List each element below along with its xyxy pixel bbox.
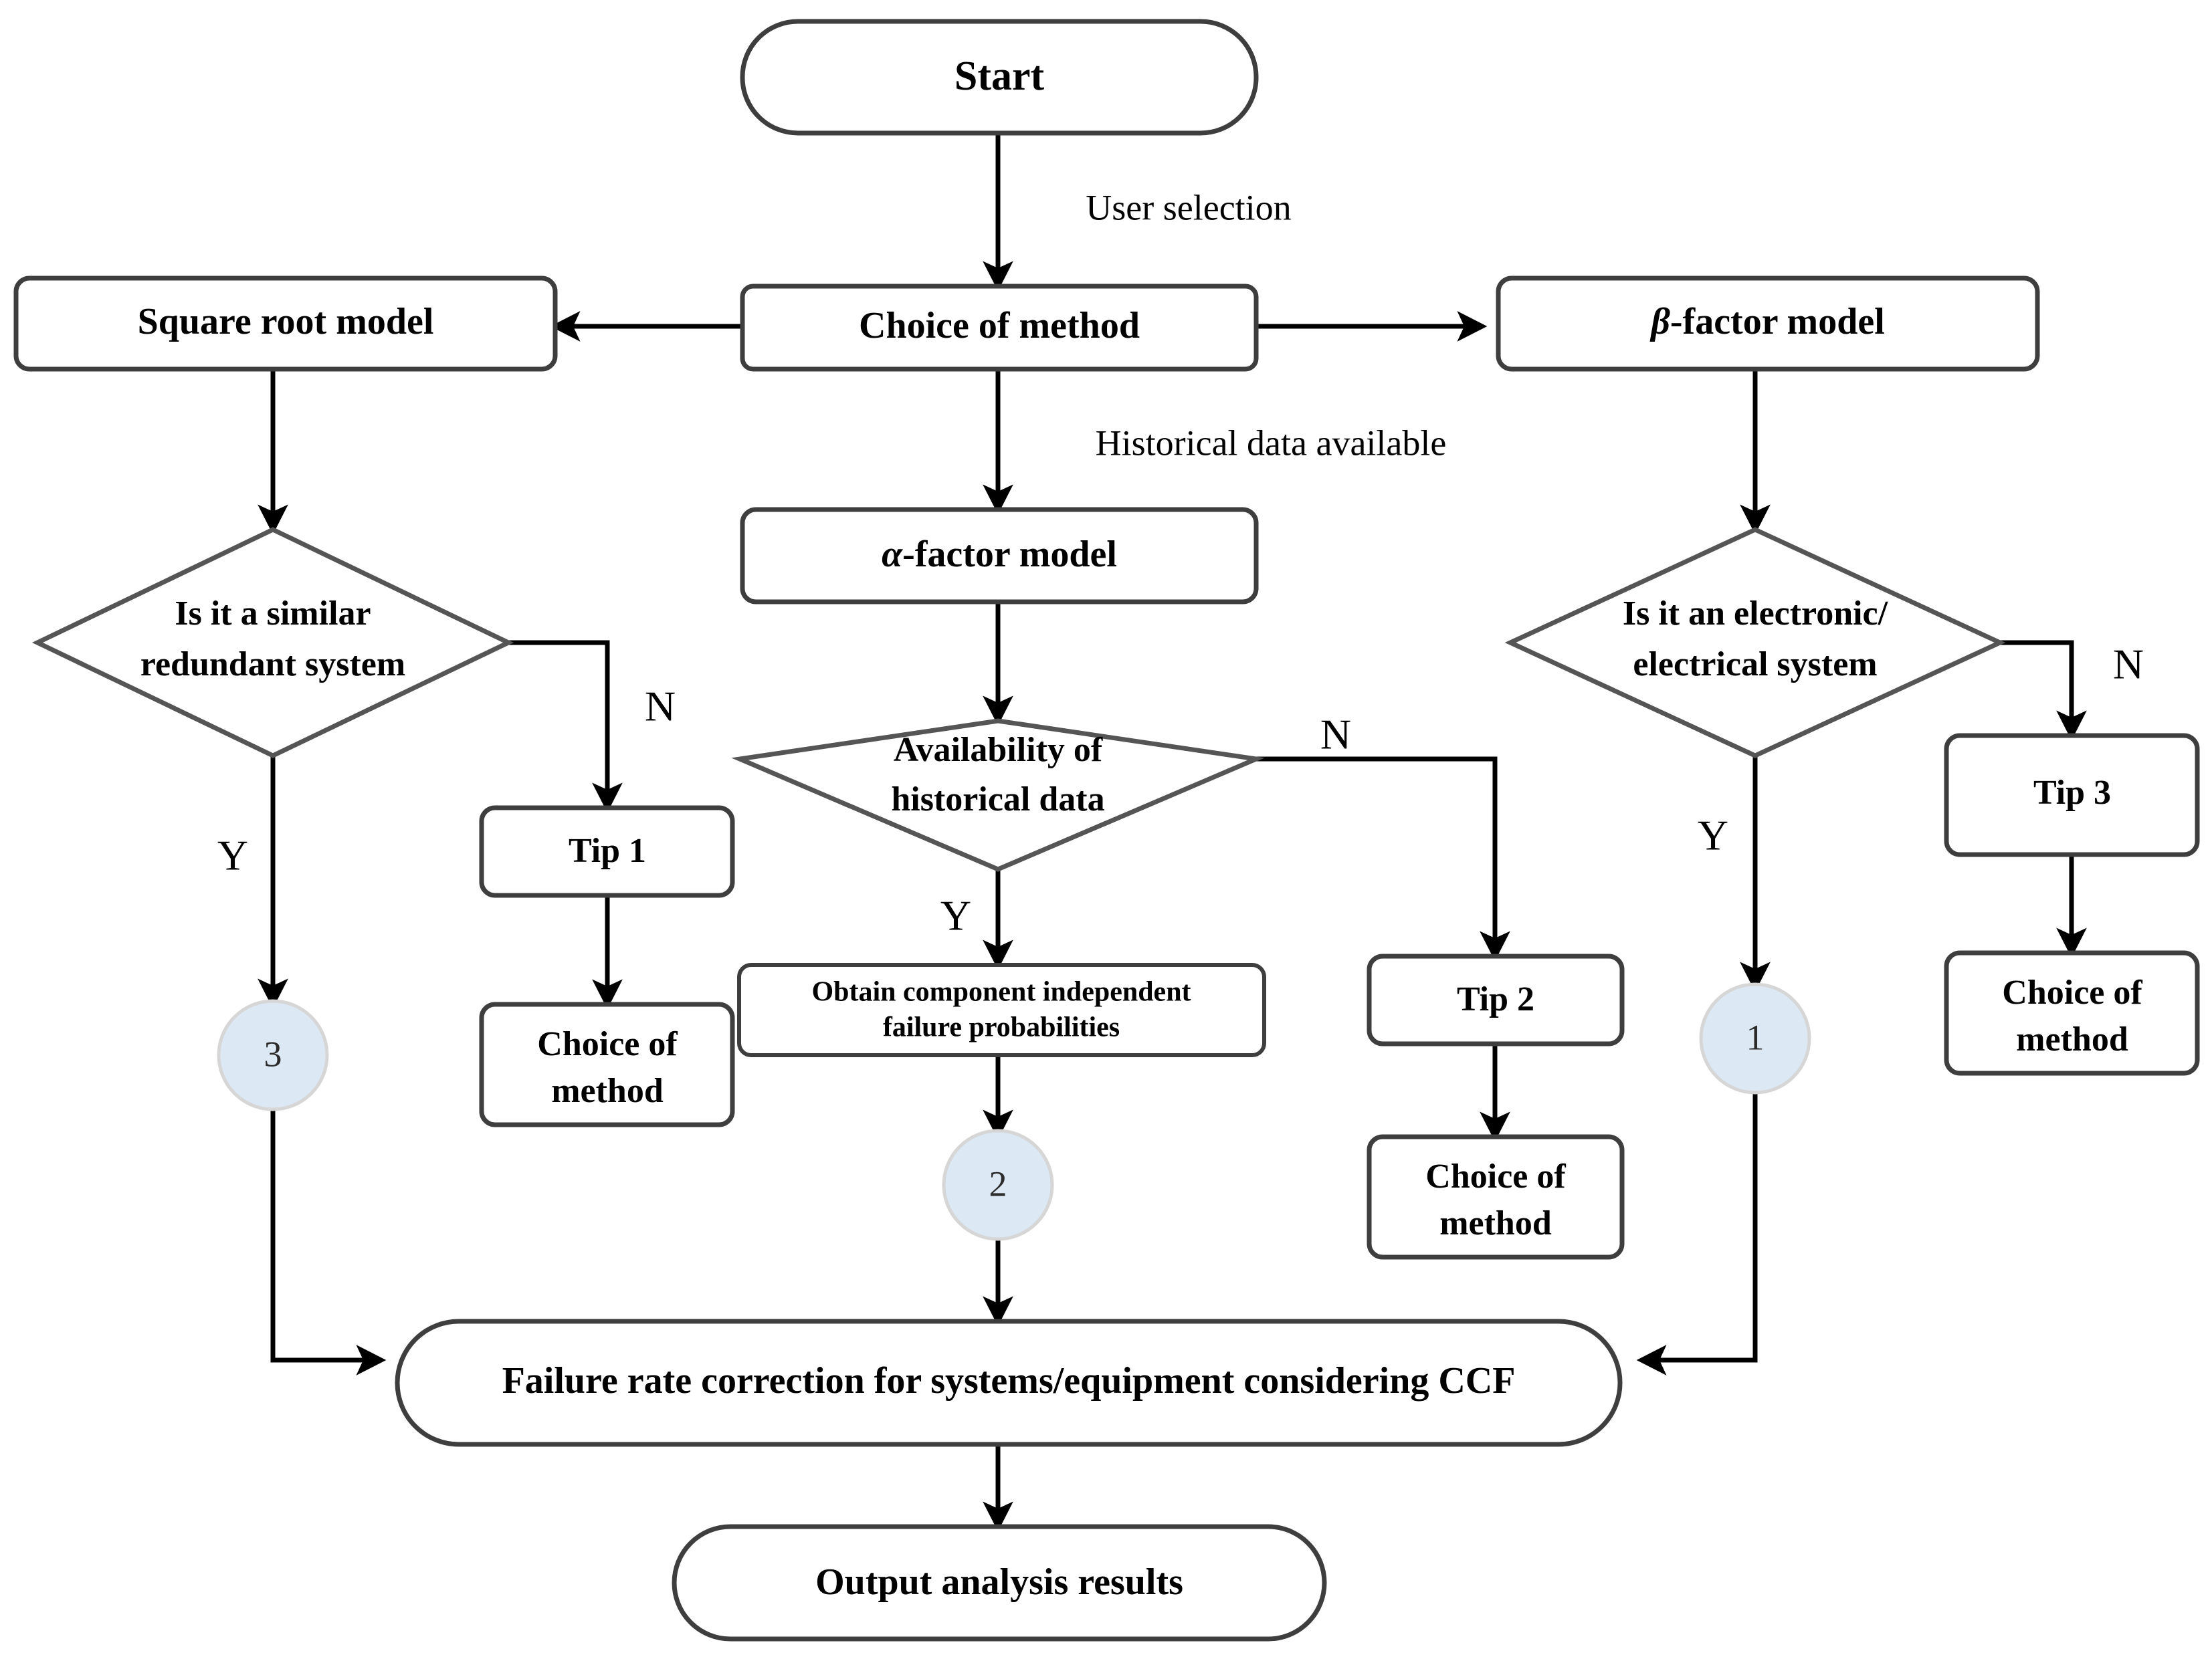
node-connector-1-label: 1 [1746,1017,1765,1057]
node-choice-of-method-left[interactable]: Choice of method [479,1002,735,1127]
edge-label-yes-center: Y [940,892,971,940]
edge-availability-no-to-tip2 [1256,756,1510,962]
edge-connector3-to-failure-rate [270,1107,387,1375]
node-alpha-factor-model[interactable]: α-factor model [740,507,1259,604]
node-electronic-line2: electrical system [1633,645,1877,683]
node-choice-of-method[interactable]: Choice of method [740,284,1259,372]
node-availability-line1: Availability of [894,731,1103,769]
edge-label-historical-data-available: Historical data available [1096,423,1447,463]
node-output-results[interactable]: Output analysis results [672,1524,1327,1642]
node-tip2-label: Tip 2 [1457,980,1534,1018]
node-similar-redundant-line2: redundant system [140,645,405,683]
node-square-root-model-label: Square root model [138,301,434,342]
node-electronic-decision[interactable]: Is it an electronic/ electrical system [1504,527,2006,758]
node-beta-rest: -factor model [1670,301,1885,342]
node-choice-right-line2: method [2016,1020,2128,1059]
node-choice-right-line1: Choice of [2002,974,2142,1012]
node-connector-2[interactable]: 2 [942,1129,1054,1241]
node-beta-factor-model-text: β-factor model [1649,301,1885,342]
node-failure-rate-correction-label: Failure rate correction for systems/equi… [502,1360,1516,1402]
edge-label-no-left: N [645,683,676,730]
node-choice-left-line1: Choice of [537,1025,678,1063]
node-alpha-rest: -factor model [902,534,1117,575]
node-obtain-line1: Obtain component independent [811,977,1191,1008]
node-similar-redundant-decision[interactable]: Is it a similar redundant system [31,527,514,758]
node-electronic-line1: Is it an electronic/ [1623,594,1888,633]
node-connector-3[interactable]: 3 [217,999,329,1111]
edge-left-no-to-tip1 [508,640,623,813]
edge-label-yes-left: Y [217,832,248,879]
node-availability-line2: historical data [891,780,1104,818]
edge-label-no-center: N [1320,711,1351,758]
node-tip1[interactable]: Tip 1 [479,805,735,898]
node-failure-rate-correction[interactable]: Failure rate correction for systems/equi… [395,1319,1623,1447]
edge-connector1-to-failure-rate [1636,1090,1758,1375]
edge-right-no-to-tip3 [2000,640,2087,741]
node-obtain-probabilities[interactable]: Obtain component independent failure pro… [737,963,1266,1057]
edge-label-user-selection: User selection [1086,187,1291,227]
node-output-results-label: Output analysis results [815,1561,1183,1603]
node-connector-2-label: 2 [989,1164,1007,1204]
node-choice-center-line1: Choice of [1425,1157,1566,1196]
edge-label-no-right: N [2113,641,2144,688]
node-obtain-line2: failure probabilities [883,1012,1120,1043]
node-start-label: Start [954,53,1045,99]
node-connector-3-label: 3 [264,1034,282,1074]
node-choice-of-method-right[interactable]: Choice of method [1944,950,2200,1076]
node-beta-symbol: β [1649,301,1670,342]
node-choice-of-method-center[interactable]: Choice of method [1367,1134,1625,1260]
node-tip3[interactable]: Tip 3 [1944,733,2200,857]
edge-label-yes-right: Y [1698,812,1728,859]
node-start[interactable]: Start [740,19,1259,136]
node-connector-1[interactable]: 1 [1699,982,1811,1095]
node-choice-center-line2: method [1439,1204,1552,1242]
node-choice-left-line2: method [551,1072,664,1110]
node-tip2[interactable]: Tip 2 [1367,954,1625,1046]
node-tip3-label: Tip 3 [2033,774,2111,812]
node-availability-decision[interactable]: Availability of historical data [731,718,1265,872]
node-alpha-factor-model-text: α-factor model [882,534,1117,575]
node-beta-factor-model[interactable]: β-factor model [1496,275,2040,372]
node-square-root-model[interactable]: Square root model [13,275,558,372]
node-choice-of-method-label: Choice of method [859,305,1140,346]
node-alpha-symbol: α [882,534,903,575]
node-similar-redundant-line1: Is it a similar [175,594,371,633]
node-tip1-label: Tip 1 [569,832,646,870]
